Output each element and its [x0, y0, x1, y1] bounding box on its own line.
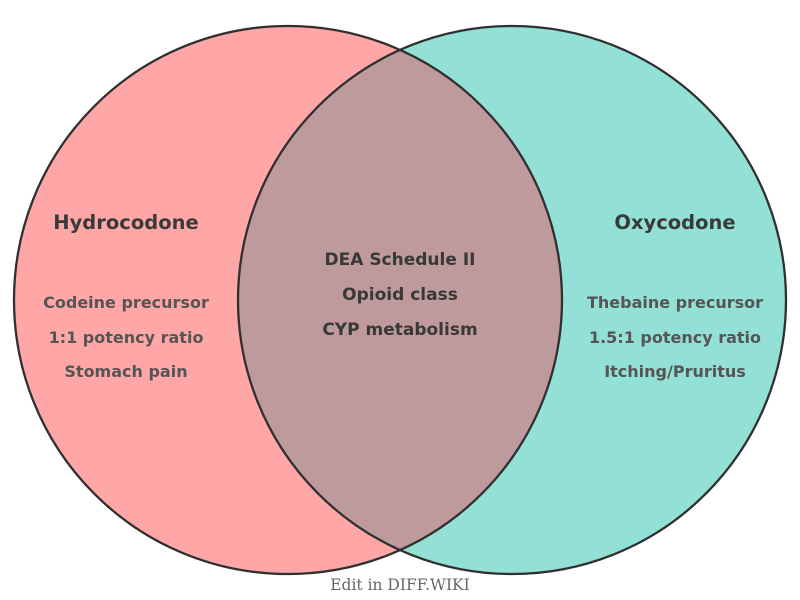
left-item-1: Codeine precursor [43, 293, 209, 312]
shared-item-2: Opioid class [342, 285, 458, 305]
left-set-title: Hydrocodone [53, 211, 198, 234]
overlap-region [238, 49, 562, 551]
right-item-3: Itching/Pruritus [604, 362, 746, 381]
left-item-2: 1:1 potency ratio [49, 328, 204, 347]
shared-item-3: CYP metabolism [322, 320, 477, 340]
right-item-1: Thebaine precursor [587, 293, 763, 312]
right-item-2: 1.5:1 potency ratio [589, 328, 761, 347]
edit-link[interactable]: Edit in DIFF.WIKI [330, 576, 470, 594]
right-circle-outline [236, 24, 788, 576]
right-set-title: Oxycodone [614, 211, 735, 234]
left-item-3: Stomach pain [64, 362, 187, 381]
left-circle-outline [12, 24, 564, 576]
shared-item-1: DEA Schedule II [325, 250, 476, 270]
